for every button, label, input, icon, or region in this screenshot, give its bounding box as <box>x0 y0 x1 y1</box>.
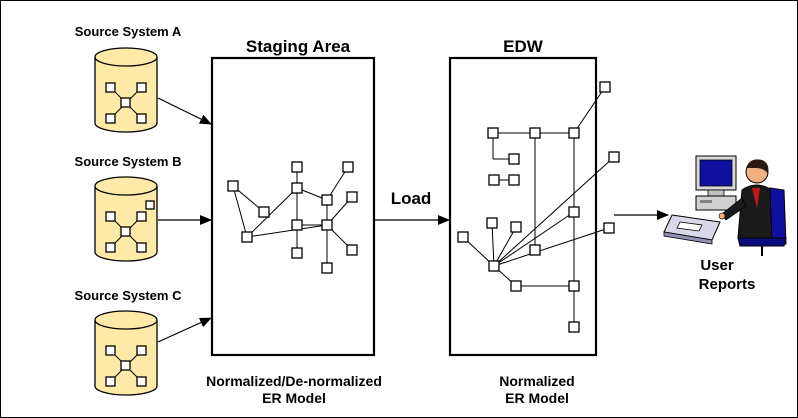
source-b-label: Source System B <box>75 154 182 169</box>
source-c-database-icon <box>94 310 158 396</box>
staging-er-model <box>227 161 358 274</box>
staging-caption-line1: Normalized/De-normalized <box>206 373 382 389</box>
arrow-a-to-staging <box>157 97 212 125</box>
edw-title: EDW <box>503 37 544 56</box>
user-label-line1: User <box>700 257 734 274</box>
staging-title: Staging Area <box>246 37 351 56</box>
source-c-label: Source System C <box>75 288 183 303</box>
staging-caption-line2: ER Model <box>262 390 326 406</box>
source-a-database-icon <box>94 47 158 133</box>
source-b-database-icon <box>94 176 158 262</box>
arrow-c-to-staging <box>157 317 212 343</box>
edw-caption-line1: Normalized <box>499 373 574 389</box>
edw-caption-line2: ER Model <box>505 390 569 406</box>
user-label-line2: Reports <box>699 276 756 293</box>
load-label: Load <box>391 189 432 208</box>
source-a-label: Source System A <box>75 24 182 39</box>
computer-user-icon <box>663 155 787 256</box>
edw-er-model <box>457 81 620 333</box>
staging-box <box>210 56 376 357</box>
